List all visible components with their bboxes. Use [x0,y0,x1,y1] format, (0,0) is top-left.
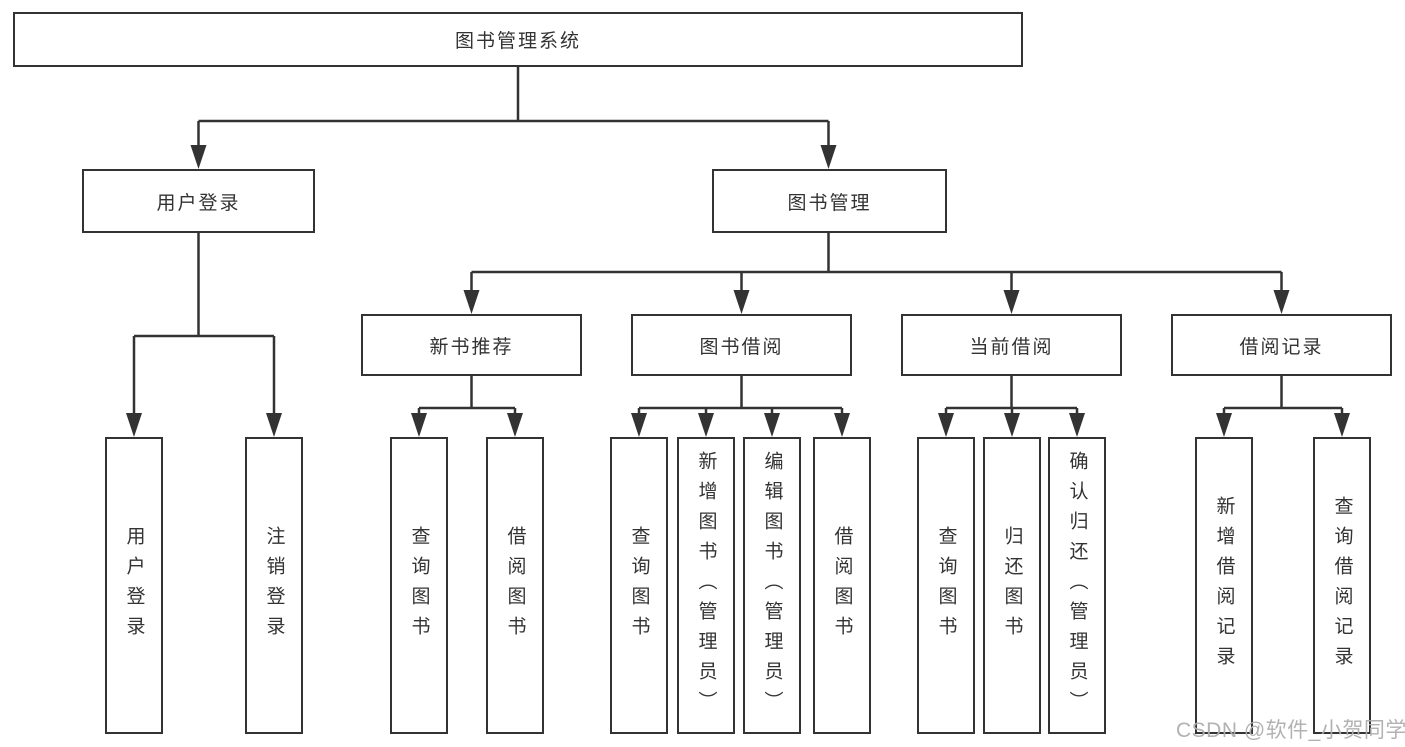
node-leaf-logout-label: 注销登录 [263,525,285,646]
node-leaf-nb-borrow-book: 借阅图书 [486,437,544,734]
arrow-down-icon [1003,290,1020,314]
arrow-down-icon [1216,413,1232,437]
node-leaf-cb-return-book: 归还图书 [983,437,1041,734]
node-root-label: 图书管理系统 [454,31,581,52]
node-leaf-bb-edit-book-label: 编辑图书（管理员） [761,450,783,721]
node-leaf-bb-add-book-label: 新增图书（管理员） [695,450,717,721]
arrow-down-icon [1004,413,1020,437]
node-new-book-rec-label: 新书推荐 [429,336,514,358]
arrow-down-icon [411,413,427,437]
node-leaf-br-query-record: 查询借阅记录 [1313,437,1371,734]
node-user-login-label: 用户登录 [156,192,241,214]
node-current-borrowing-label: 当前借阅 [969,336,1054,358]
connector-root-to-level2 [190,67,837,169]
node-leaf-cb-return-book-label: 归还图书 [1001,525,1023,646]
arrow-down-icon [938,413,954,437]
arrow-down-icon [834,413,850,437]
node-leaf-br-add-record-label: 新增借阅记录 [1213,495,1235,676]
connector-book-mgmt-children [463,233,1290,314]
node-leaf-br-add-record: 新增借阅记录 [1195,437,1253,734]
node-borrowing-records-label: 借阅记录 [1239,336,1324,358]
connector-book-borrowing-children [631,376,850,437]
node-user-login: 用户登录 [82,169,315,233]
node-leaf-nb-query-book: 查询图书 [390,437,448,734]
arrow-down-icon [631,413,647,437]
watermark-text: CSDN @软件_小贺同学 [1176,719,1405,742]
arrow-down-icon [764,413,780,437]
node-leaf-bb-query-book: 查询图书 [610,437,668,734]
arrow-down-icon [1069,413,1085,437]
node-leaf-br-query-record-label: 查询借阅记录 [1331,495,1353,676]
connector-current-borrowing-children [938,376,1085,437]
node-root: 图书管理系统 [13,12,1023,67]
node-book-borrowing: 图书借阅 [631,314,852,376]
arrow-down-icon [1273,290,1290,314]
node-leaf-nb-borrow-book-label: 借阅图书 [504,525,526,646]
arrow-down-icon [190,145,207,169]
node-leaf-bb-query-book-label: 查询图书 [628,525,650,646]
node-borrowing-records: 借阅记录 [1171,314,1392,376]
connector-borrowing-records-children [1216,376,1350,437]
node-leaf-cb-query-book: 查询图书 [917,437,975,734]
node-current-borrowing: 当前借阅 [901,314,1122,376]
node-book-mgmt: 图书管理 [712,169,947,233]
arrow-down-icon [463,290,480,314]
connector-user-login-children [126,233,282,437]
node-leaf-user-login-label: 用户登录 [123,525,145,646]
node-book-borrowing-label: 图书借阅 [699,336,784,358]
node-leaf-bb-borrow-book-label: 借阅图书 [831,525,853,646]
arrow-down-icon [1334,413,1350,437]
node-leaf-nb-query-book-label: 查询图书 [408,525,430,646]
node-leaf-cb-query-book-label: 查询图书 [935,525,957,646]
node-leaf-cb-confirm-return: 确认归还（管理员） [1048,437,1106,734]
node-book-mgmt-label: 图书管理 [787,192,872,214]
node-new-book-rec: 新书推荐 [361,314,582,376]
arrow-down-icon [733,290,750,314]
arrow-down-icon [266,413,282,437]
connector-new-book-rec-children [411,376,523,437]
arrow-down-icon [698,413,714,437]
arrow-down-icon [507,413,523,437]
node-leaf-user-login: 用户登录 [105,437,163,734]
arrow-down-icon [126,413,142,437]
arrow-down-icon [820,145,837,169]
node-leaf-bb-borrow-book: 借阅图书 [813,437,871,734]
node-leaf-logout: 注销登录 [245,437,303,734]
node-leaf-bb-add-book: 新增图书（管理员） [677,437,735,734]
node-leaf-cb-confirm-return-label: 确认归还（管理员） [1066,450,1088,721]
node-leaf-bb-edit-book: 编辑图书（管理员） [743,437,801,734]
